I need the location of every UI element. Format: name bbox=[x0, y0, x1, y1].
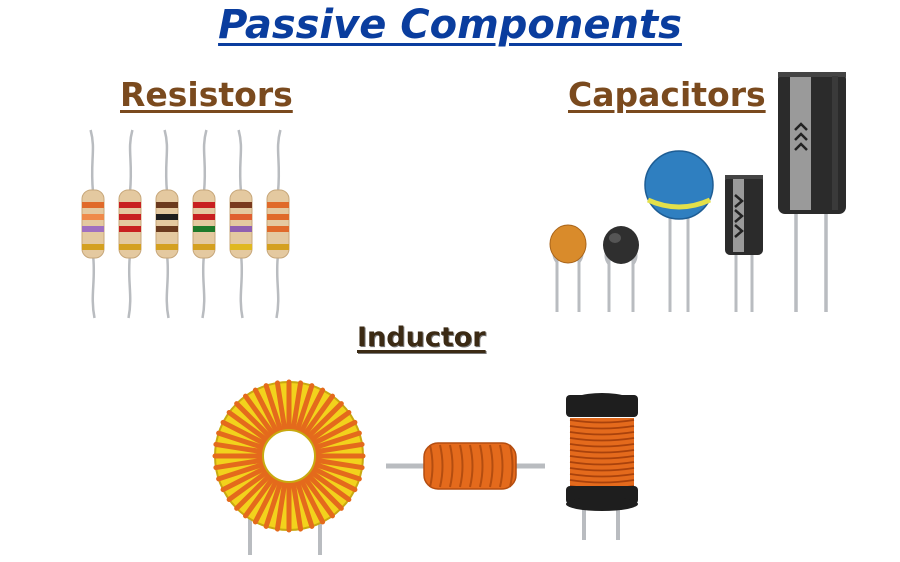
resistor bbox=[266, 129, 290, 319]
disc-capacitor-blue bbox=[644, 150, 714, 312]
resistor bbox=[192, 129, 216, 319]
ceramic-capacitor-orange bbox=[549, 224, 587, 312]
inductor-heading: Inductor bbox=[357, 322, 486, 353]
axial-inductor bbox=[386, 442, 545, 490]
drum-core-inductor bbox=[566, 393, 638, 540]
capacitors-heading: Capacitors bbox=[568, 75, 766, 114]
resistor-group bbox=[81, 129, 290, 319]
resistor bbox=[118, 129, 142, 319]
resistor bbox=[229, 129, 253, 319]
toroidal-inductor bbox=[212, 379, 366, 555]
inductor-group bbox=[212, 379, 638, 555]
resistor bbox=[81, 129, 105, 319]
resistors-heading: Resistors bbox=[120, 75, 293, 114]
resistor bbox=[155, 129, 179, 319]
electrolytic-capacitor-small bbox=[725, 175, 763, 312]
ceramic-capacitor-black bbox=[603, 226, 639, 312]
electrolytic-capacitor-large bbox=[778, 72, 846, 312]
capacitor-group bbox=[549, 72, 846, 312]
page-title: Passive Components bbox=[218, 2, 682, 48]
